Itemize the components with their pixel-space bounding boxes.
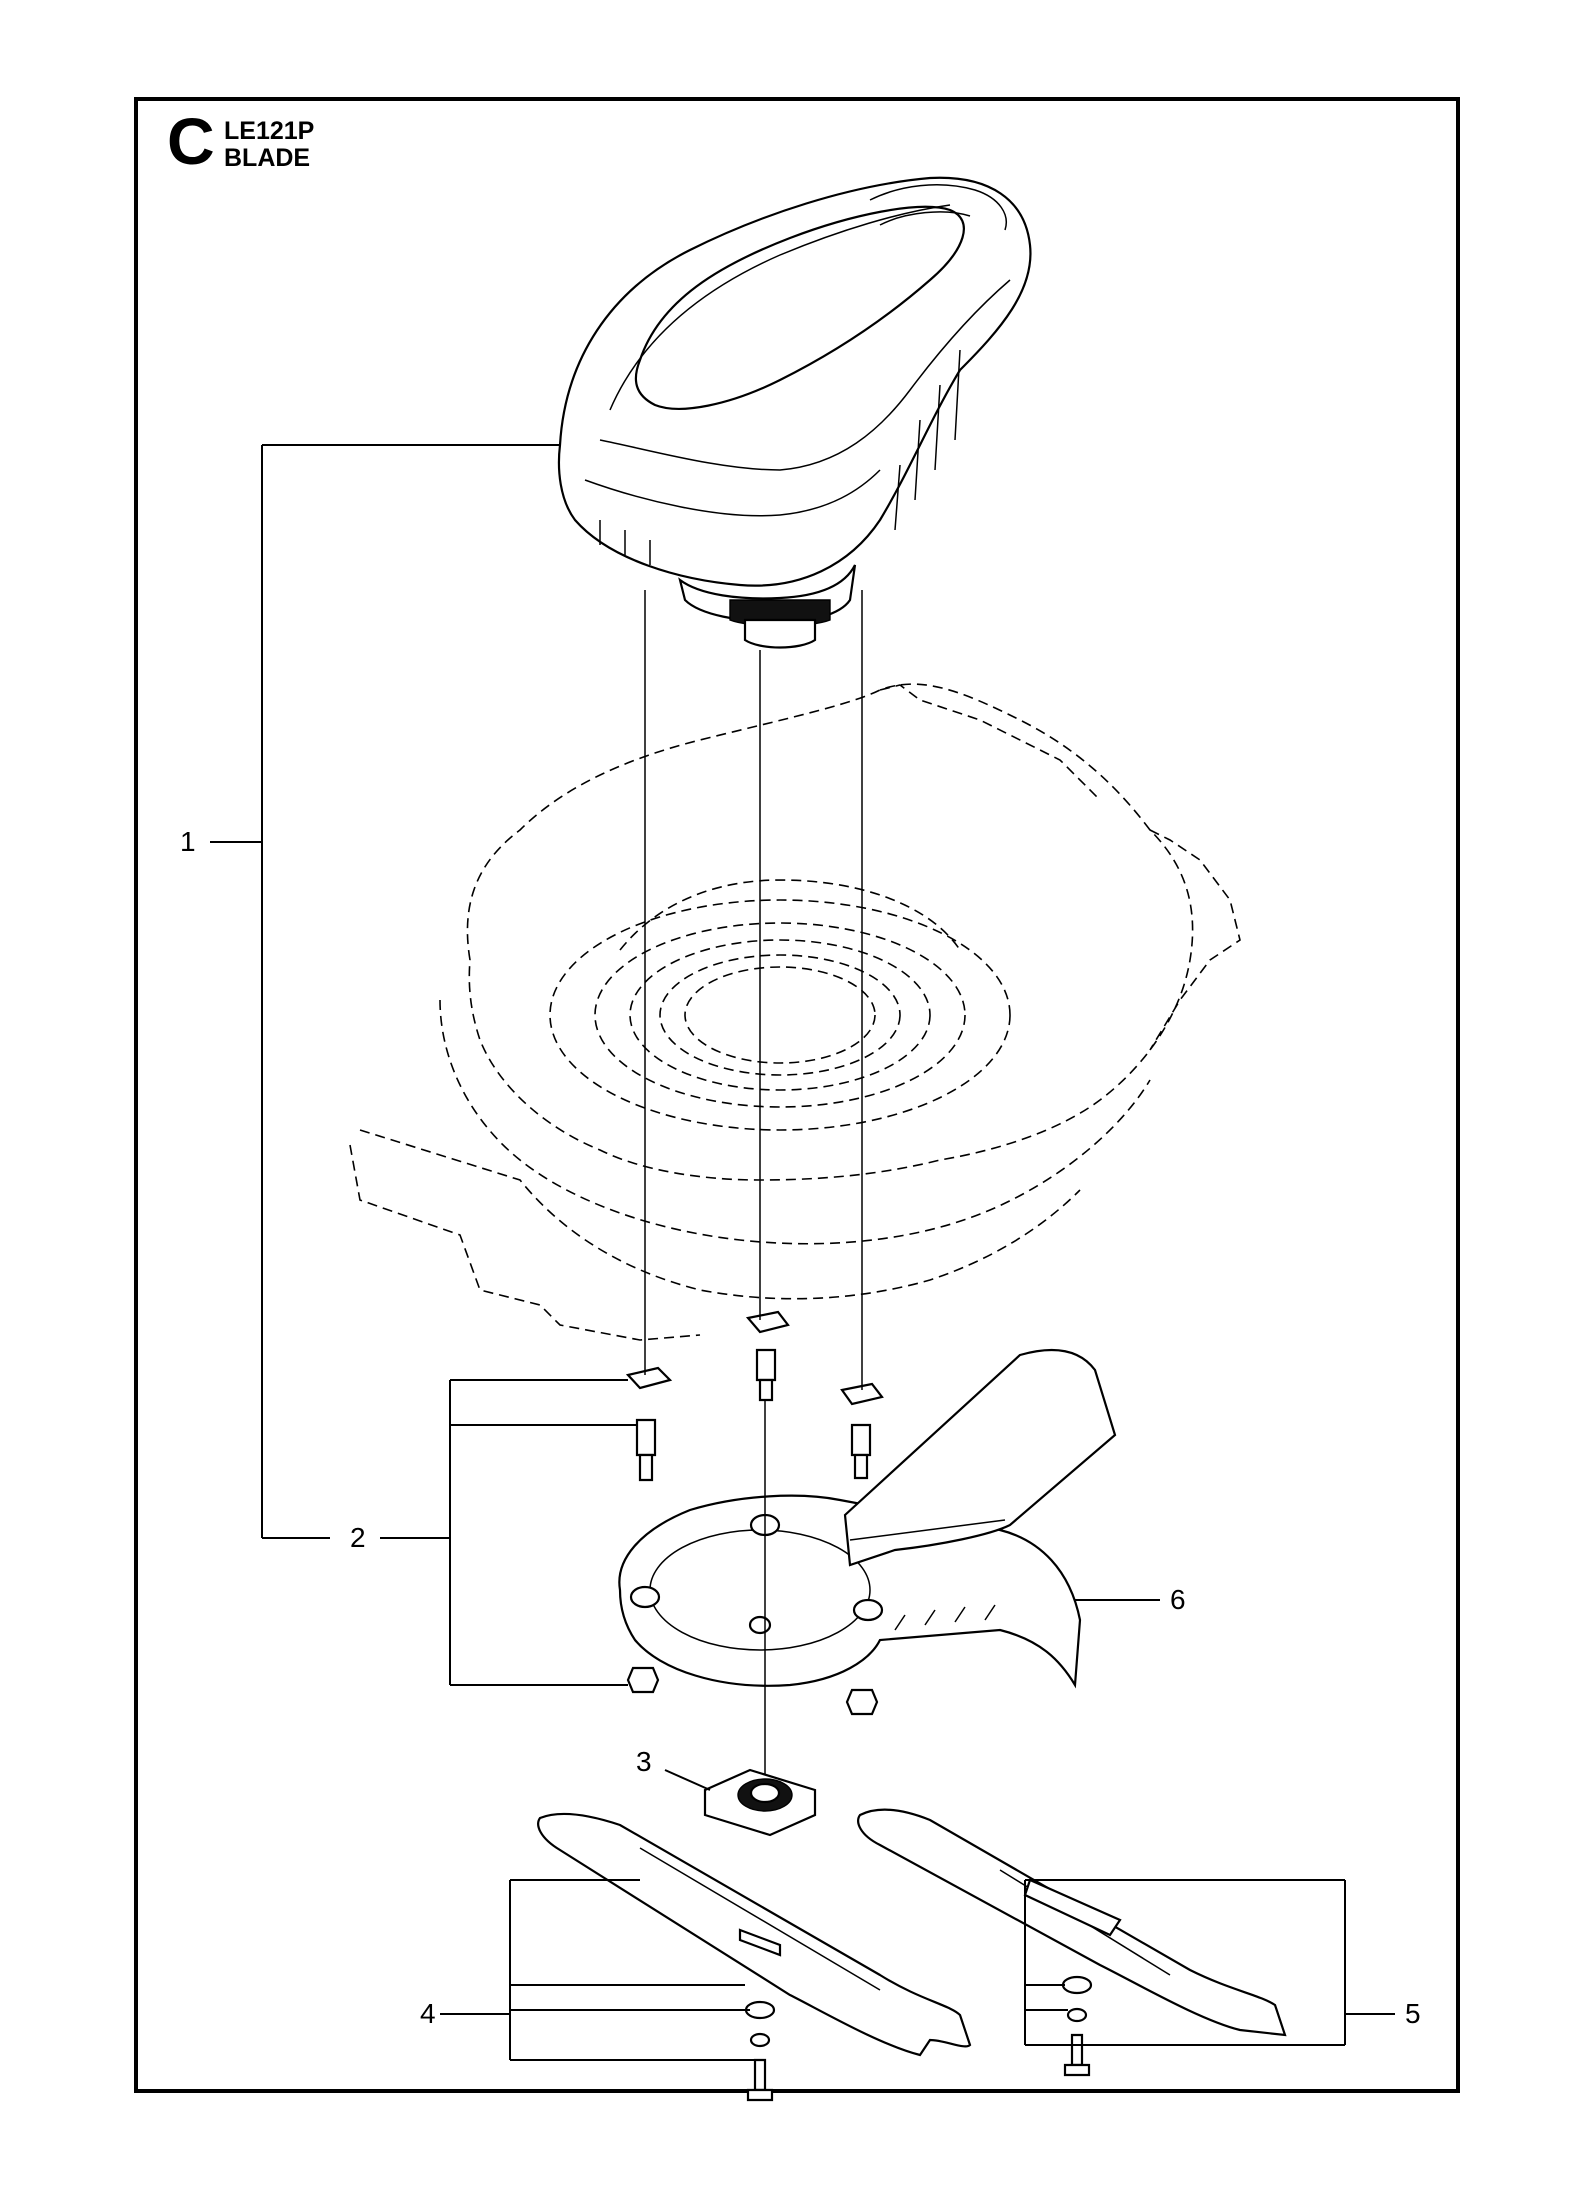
- blade-guard: [618, 1348, 1117, 1689]
- assembly-name: BLADE: [224, 144, 311, 172]
- diagram-frame: [134, 97, 1460, 2093]
- center-axis-line: [759, 650, 766, 1775]
- section-letter: C: [167, 104, 215, 178]
- blade-left: [537, 1812, 972, 2102]
- screw-set-center: [745, 1310, 790, 1402]
- blade-right: [857, 1808, 1287, 2077]
- callout-2: 2: [350, 1522, 366, 1553]
- callout-4: 4: [420, 1998, 436, 2029]
- callout-leaders: [210, 444, 1395, 2061]
- motor-cover: [557, 176, 1032, 649]
- screw-set-left: [625, 1366, 673, 1694]
- callout-6: 6: [1170, 1584, 1186, 1615]
- callout-1: 1: [180, 826, 196, 857]
- screw-set-right: [840, 1382, 884, 1716]
- callout-5: 5: [1405, 1998, 1421, 2029]
- model-number: LE121P: [224, 117, 315, 145]
- callout-3: 3: [636, 1746, 652, 1777]
- blade-adapter: [703, 1768, 817, 1837]
- mower-deck-outline: [349, 683, 1241, 1341]
